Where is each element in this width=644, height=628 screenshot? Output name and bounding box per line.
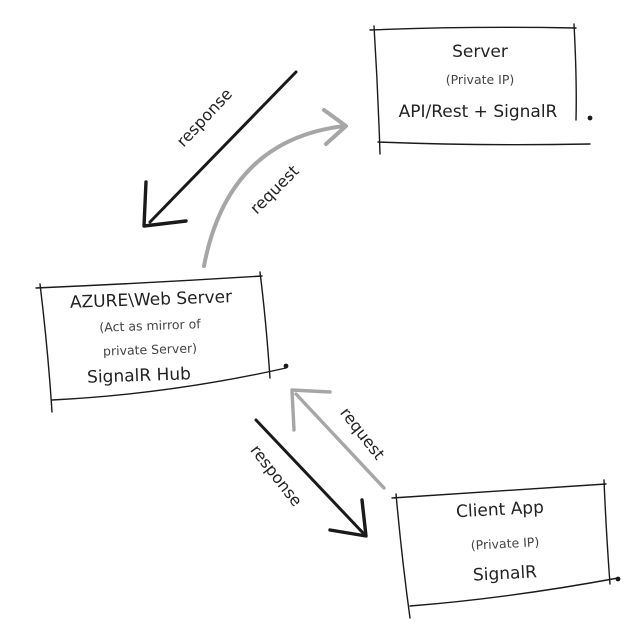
server-title: Server [452, 42, 508, 62]
server-box [369, 23, 593, 155]
response-arrow-azure-to-client [254, 418, 368, 538]
request-arrow-azure-to-server [202, 108, 348, 268]
response-arrow-server-to-azure [142, 70, 298, 228]
azure-box [35, 271, 289, 413]
client-box [391, 479, 621, 619]
request-arrow-client-to-azure [290, 388, 386, 490]
server-subtitle: (Private IP) [445, 72, 515, 87]
server-detail: API/Rest + SignalR [398, 102, 558, 122]
